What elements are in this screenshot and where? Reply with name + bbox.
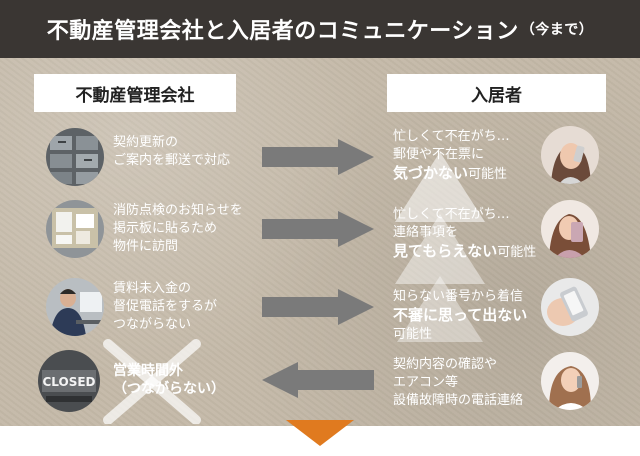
text-line: 督促電話をするが [113, 299, 218, 314]
arrow-left-row-4 [262, 362, 374, 398]
company-text-row-1: 契約更新の ご案内を郵送で対応 [113, 134, 230, 170]
cross-mark-icon [103, 339, 201, 424]
arrow-right-row-2 [262, 211, 374, 247]
page-title: 不動産管理会社と入居者のコミュニケーション（今まで） [0, 0, 640, 58]
resident-photo-incoming-call [541, 278, 599, 336]
text-line: 見てもらえない可能性 [393, 242, 536, 262]
company-text-row-2: 消防点検のお知らせを 掲示板に貼るため 物件に訪問 [113, 202, 243, 256]
arrow-right-row-1 [262, 139, 374, 175]
resident-text-row-1: 忙しくて不在がち… 郵便や不在票に 気づかない可能性 [393, 128, 510, 184]
text-line: 忙しくて不在がち… [393, 207, 510, 222]
text-line: ご案内を郵送で対応 [113, 153, 231, 168]
text-line: 忙しくて不在がち… [393, 129, 510, 144]
text-line: （つながらない） [113, 381, 225, 397]
emphasis-text: 不審に思って出ない [393, 306, 528, 324]
resident-photo-smartphone [541, 200, 599, 258]
resident-photo-phone-call [541, 126, 599, 184]
emphasis-text: 見てもらえない [393, 242, 498, 260]
resident-text-row-3: 知らない番号から着信 不審に思って出ない 可能性 [393, 288, 527, 344]
text-line: 気づかない可能性 [393, 164, 510, 184]
text-line: 郵便や不在票に [393, 147, 485, 162]
text-line: 連絡事項を [393, 225, 459, 240]
text-line: 知らない番号から着信 [393, 289, 524, 304]
text-line: つながらない [113, 317, 192, 332]
title-text: 不動産管理会社と入居者のコミュニケーション [46, 19, 519, 44]
text-tail: 可能性 [497, 245, 537, 260]
company-photo-bulletin-board [46, 200, 104, 258]
company-photo-closed-sign: CLOSED [38, 350, 100, 412]
text-line: 可能性 [393, 327, 433, 342]
column-header-company: 不動産管理会社 [34, 74, 236, 112]
company-text-row-4: 営業時間外 （つながらない） [113, 362, 225, 398]
company-text-row-3: 賃料未入金の 督促電話をするが つながらない [113, 280, 217, 334]
resident-text-row-4: 契約内容の確認や エアコン等 設備故障時の電話連絡 [393, 356, 523, 410]
text-line: 掲示板に貼るため [113, 221, 218, 236]
closed-sign-label: CLOSED [42, 375, 95, 389]
company-photo-office-worker [46, 278, 104, 336]
arrow-right-row-3 [262, 289, 374, 325]
text-line: エアコン等 [393, 375, 459, 390]
column-header-resident: 入居者 [387, 74, 606, 112]
text-line: 賃料未入金の [113, 281, 192, 296]
text-line: 物件に訪問 [113, 239, 179, 254]
company-photo-mailboxes [46, 128, 104, 186]
text-line: 契約更新の [113, 135, 179, 150]
text-line: 設備故障時の電話連絡 [393, 393, 524, 408]
text-line: 契約内容の確認や [393, 357, 498, 372]
text-line: 消防点検のお知らせを [113, 203, 243, 218]
text-tail: 可能性 [468, 167, 508, 182]
down-arrow-icon [286, 420, 354, 446]
text-line: 不審に思って出ない [393, 306, 527, 326]
text-line: 営業時間外 [113, 363, 183, 379]
resident-photo-caller [541, 352, 599, 410]
emphasis-text: 気づかない [393, 164, 469, 182]
up-triangle-decoration [395, 152, 485, 342]
title-suffix: （今まで） [520, 22, 594, 38]
resident-text-row-2: 忙しくて不在がち… 連絡事項を 見てもらえない可能性 [393, 206, 536, 262]
